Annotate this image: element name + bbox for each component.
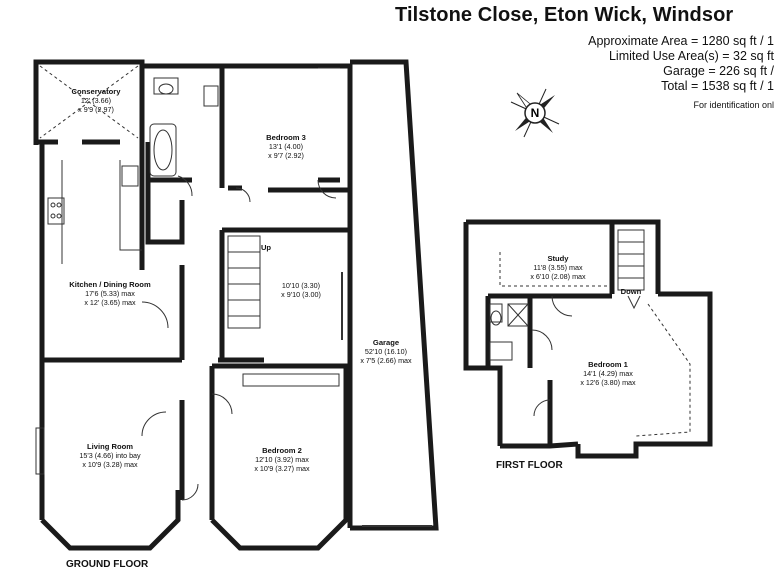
garage-area: Garage = 226 sq ft / — [663, 64, 774, 78]
middle-room-dim1: 10'10 (3.30) — [282, 281, 320, 290]
ground-floor-fixtures — [35, 65, 432, 527]
bedroom1-name: Bedroom 1 — [588, 360, 628, 369]
first-floor-walls — [463, 219, 713, 459]
property-title: Tilstone Close, Eton Wick, Windsor — [395, 4, 734, 26]
bedroom2-name: Bedroom 2 — [262, 446, 302, 455]
compass-icon: N — [510, 88, 560, 138]
bedroom2-dim1: 12'10 (3.92) max — [255, 455, 309, 464]
ground-floor-walls — [33, 59, 439, 551]
bedroom3-dim2: x 9'7 (2.92) — [268, 151, 304, 160]
total-area: Total = 1538 sq ft / 1 — [661, 79, 774, 93]
first-floor-label: FIRST FLOOR — [496, 460, 563, 471]
living-room-dim2: x 10'9 (3.28) max — [82, 460, 138, 469]
study-dim2: x 6'10 (2.08) max — [530, 272, 586, 281]
conservatory-dim1: 12' (3.66) — [81, 96, 111, 105]
middle-room-dim2: x 9'10 (3.00) — [281, 290, 321, 299]
identification-note: For identification onl — [693, 100, 774, 110]
compass-north-label: N — [531, 106, 540, 120]
bedroom1-dim2: x 12'6 (3.80) max — [580, 378, 636, 387]
limited-use-area: Limited Use Area(s) = 32 sq ft — [608, 49, 774, 63]
kitchen-dim2: x 12' (3.65) max — [84, 298, 136, 307]
study-dim1: 11'8 (3.55) max — [533, 263, 583, 272]
bedroom2-dim2: x 10'9 (3.27) max — [254, 464, 310, 473]
approximate-area: Approximate Area = 1280 sq ft / 1 — [588, 34, 774, 48]
stairs-down-label: Down — [621, 287, 642, 296]
conservatory-dim2: x 9'9 (2.97) — [78, 105, 114, 114]
kitchen-name: Kitchen / Dining Room — [69, 280, 151, 289]
bedroom1-dim1: 14'1 (4.29) max — [583, 369, 633, 378]
bedroom3-dim1: 13'1 (4.00) — [269, 142, 303, 151]
garage-name: Garage — [373, 338, 399, 347]
garage-dim2: x 7'5 (2.66) max — [360, 356, 412, 365]
stairs-up-label: Up — [261, 243, 271, 252]
first-floor-fixtures — [489, 229, 691, 437]
kitchen-dim1: 17'6 (5.33) max — [85, 289, 135, 298]
living-room-name: Living Room — [87, 442, 133, 451]
bedroom3-name: Bedroom 3 — [266, 133, 306, 142]
study-name: Study — [547, 254, 569, 263]
living-room-dim1: 15'3 (4.66) into bay — [79, 451, 141, 460]
garage-dim1: 52'10 (16.10) — [365, 347, 407, 356]
ground-floor-label: GROUND FLOOR — [66, 559, 149, 570]
conservatory-name: Conservatory — [72, 87, 122, 96]
